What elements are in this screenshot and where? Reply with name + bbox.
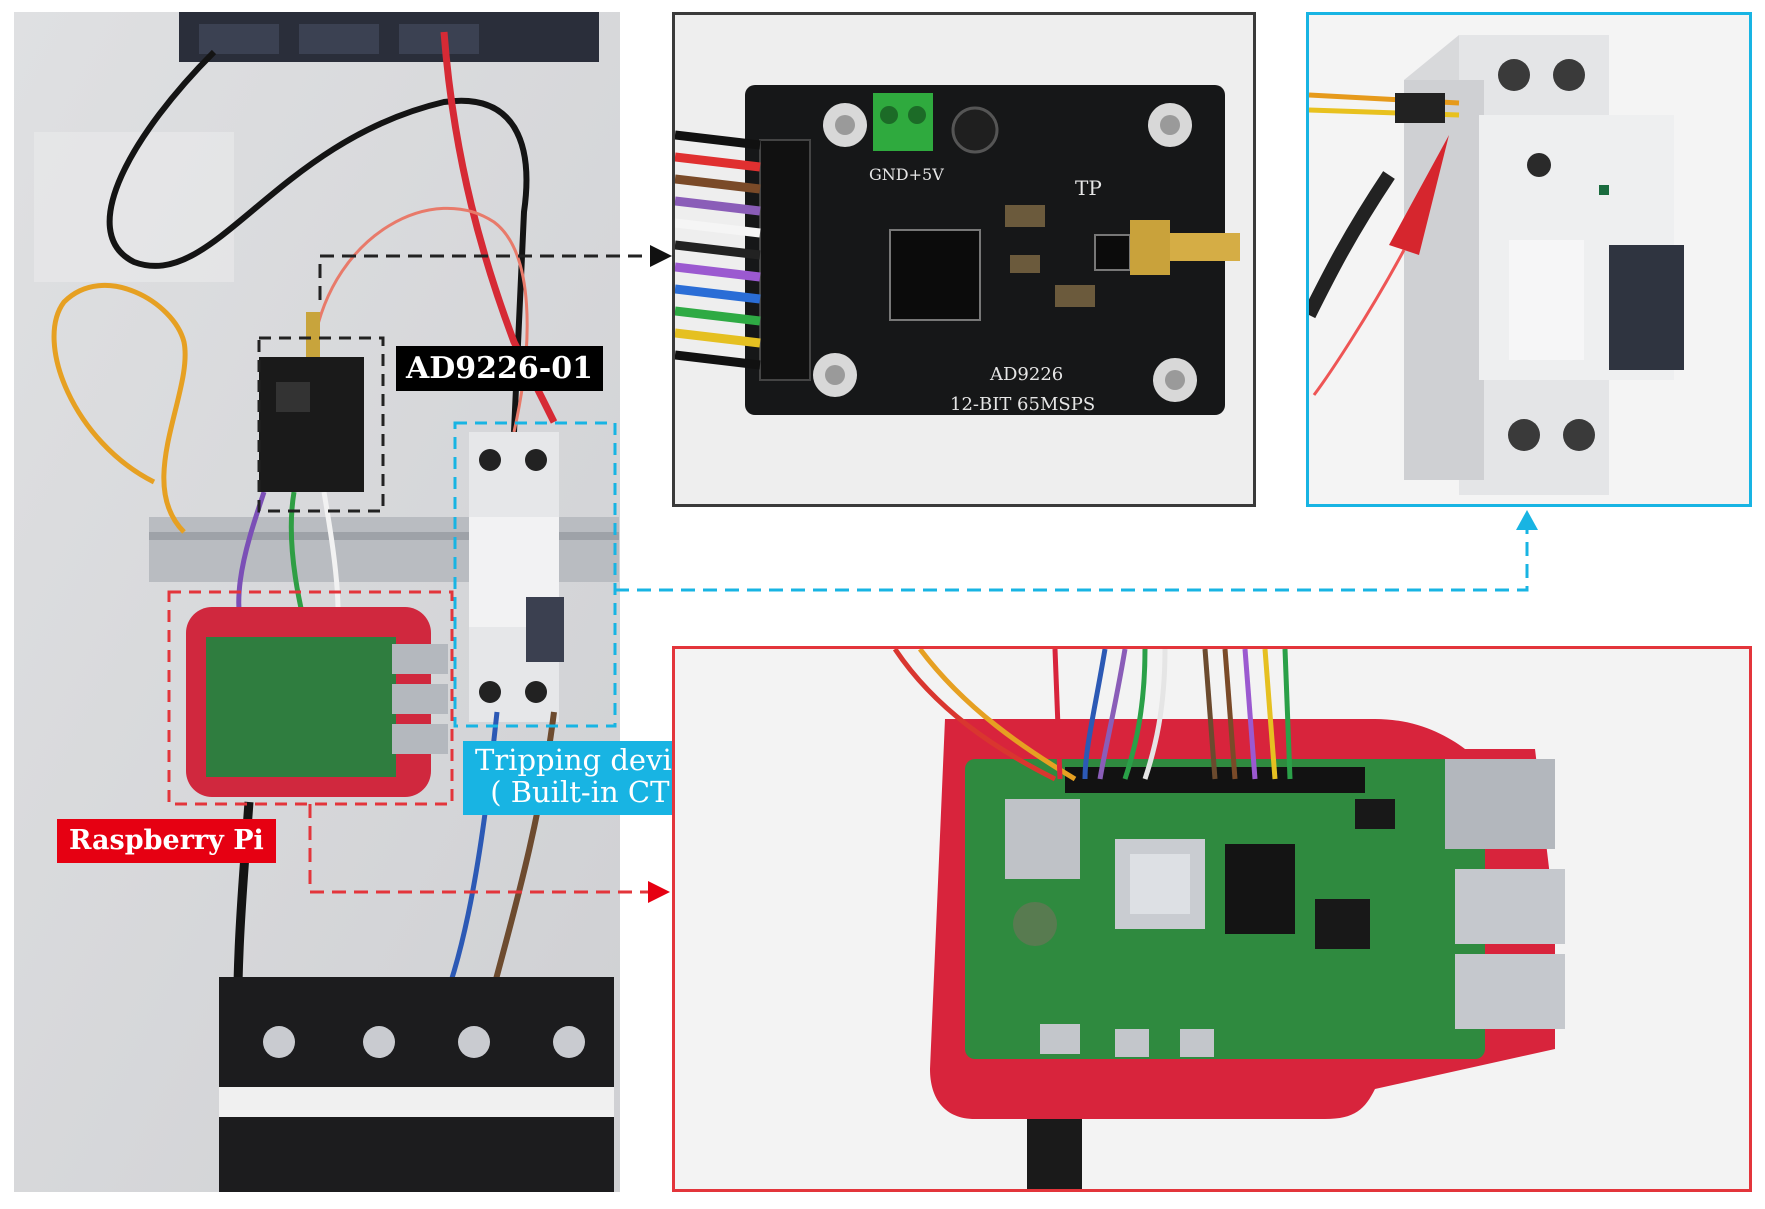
raspberry-pi-drawing bbox=[675, 649, 1749, 1189]
breaker-callout-line bbox=[615, 530, 1529, 592]
adc-board-photo: GND+5V TP AD9226 12-BIT 65MSPS bbox=[672, 12, 1256, 507]
silk-power-text: GND+5V bbox=[869, 165, 944, 184]
silk-tp-text: TP bbox=[1075, 176, 1102, 200]
silk-spec-text: 12-BIT 65MSPS bbox=[950, 394, 1095, 415]
setup-photo bbox=[14, 12, 620, 1192]
adc-callout-arrowhead bbox=[650, 245, 672, 267]
breaker-callout-arrowhead bbox=[1516, 510, 1538, 530]
setup-photo-drawing bbox=[14, 12, 620, 1192]
pi-callout-arrowhead bbox=[648, 881, 670, 903]
adc-module-label-text: AD9226-01 bbox=[406, 351, 593, 386]
breaker-drawing bbox=[1309, 15, 1749, 504]
raspberry-pi-label-text: Raspberry Pi bbox=[69, 825, 264, 856]
raspberry-pi-label: Raspberry Pi bbox=[57, 819, 276, 863]
adc-module-label: AD9226-01 bbox=[396, 346, 603, 391]
silk-chip-text: AD9226 bbox=[989, 364, 1063, 385]
raspberry-pi-photo bbox=[672, 646, 1752, 1192]
adc-board-drawing: GND+5V TP AD9226 12-BIT 65MSPS bbox=[675, 15, 1253, 504]
breaker-photo bbox=[1306, 12, 1752, 507]
tripping-device-label-line2: ( Built-in CT ) bbox=[490, 774, 690, 809]
tripping-device-label-line1: Tripping device bbox=[475, 743, 706, 777]
